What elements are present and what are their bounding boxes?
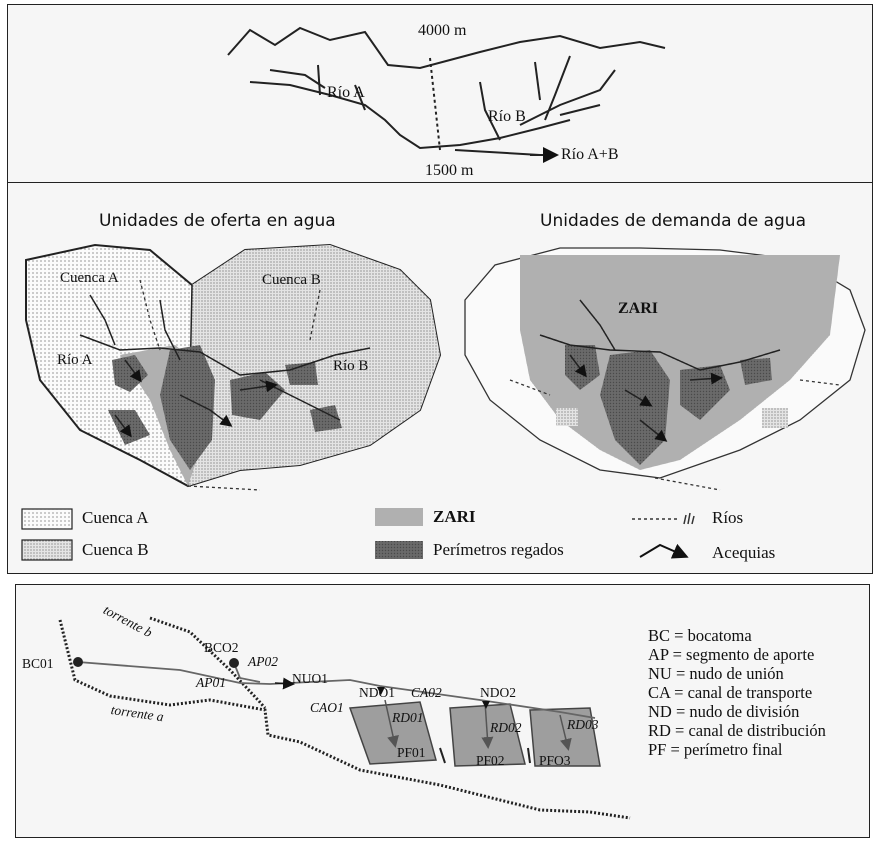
map-cuenca-b-label: Cuenca B xyxy=(262,272,321,289)
rd01-label: RD01 xyxy=(392,710,424,726)
abbr-nu: NU = nudo de unión xyxy=(648,666,784,683)
rd03-label: RD03 xyxy=(567,717,599,733)
pfo3-label: PFO3 xyxy=(539,753,571,769)
supply-units-title: Unidades de oferta en agua xyxy=(99,211,336,231)
elevation-bottom-label: 1500 m xyxy=(425,162,473,180)
map-rio-a-label: Río A xyxy=(57,352,92,369)
ndo1-label: NDO1 xyxy=(359,685,395,701)
demand-units-title: Unidades de demanda de agua xyxy=(540,211,806,231)
ca02-label: CA02 xyxy=(411,685,442,701)
demand-map xyxy=(465,248,865,490)
bocatoma-bco2-node xyxy=(229,658,239,668)
rd02-label: RD02 xyxy=(490,720,522,736)
bco2-label: BCO2 xyxy=(204,640,239,656)
legend-acequias: Acequias xyxy=(712,543,775,563)
cao1-label: CAO1 xyxy=(310,700,344,716)
abbr-nd: ND = nudo de división xyxy=(648,704,799,721)
legend-rios: Ríos xyxy=(712,508,743,528)
abbr-rd: RD = canal de distribución xyxy=(648,723,826,740)
map-zari-label: ZARI xyxy=(618,300,658,318)
elevation-top-label: 4000 m xyxy=(418,22,466,40)
bc01-label: BC01 xyxy=(22,656,54,672)
legend-zari: ZARI xyxy=(433,507,476,527)
legend-perimetros: Perímetros regados xyxy=(433,540,564,560)
pf01-label: PF01 xyxy=(397,745,426,761)
pf02-label: PF02 xyxy=(476,753,505,769)
legend-swatch-cuenca-b xyxy=(22,540,72,560)
abbr-ca: CA = canal de transporte xyxy=(648,685,812,702)
ap01-label: AP01 xyxy=(196,675,226,691)
abbr-pf: PF = perímetro final xyxy=(648,742,782,759)
nuo1-label: NUO1 xyxy=(292,671,328,687)
legend-swatch-zari xyxy=(375,508,423,526)
ap02-label: AP02 xyxy=(248,654,278,670)
map-cuenca-a-label: Cuenca A xyxy=(60,270,119,287)
valley-profile xyxy=(228,28,665,155)
ndo2-label: NDO2 xyxy=(480,685,516,701)
rio-b-label: Río B xyxy=(488,108,526,126)
legend-swatch-perimetros xyxy=(375,541,423,559)
rio-ab-label: Río A+B xyxy=(561,146,618,164)
map-rio-b-label: Río B xyxy=(333,358,368,375)
legend-cuenca-a: Cuenca A xyxy=(82,508,149,528)
abbr-bc: BC = bocatoma xyxy=(648,628,752,645)
legend-cuenca-b: Cuenca B xyxy=(82,540,149,560)
rio-a-label: Río A xyxy=(327,84,365,102)
legend-swatch-cuenca-a xyxy=(22,509,72,529)
bocatoma-bc01-node xyxy=(73,657,83,667)
abbr-ap: AP = segmento de aporte xyxy=(648,647,814,664)
legend-acequias-line xyxy=(640,545,685,557)
